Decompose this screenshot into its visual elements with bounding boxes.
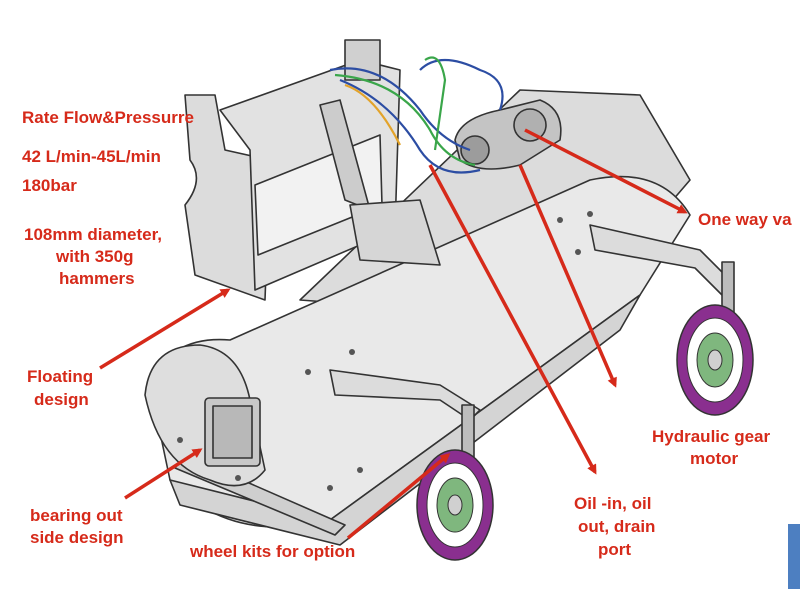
- hydraulic-hoses: [329, 56, 504, 174]
- bearing-arrow: [124, 448, 203, 500]
- oil-arrow: [428, 164, 597, 475]
- diameter-label-line1: 108mm diameter,: [24, 225, 162, 244]
- oil-port-label-line2: out, drain: [578, 517, 656, 536]
- floating-label-line2: design: [34, 390, 89, 409]
- diameter-label-line2: with 350g: [56, 247, 134, 266]
- one-way-valve-label: One way va: [698, 210, 792, 229]
- floating-label-line1: Floating: [27, 367, 94, 386]
- oil-port-label-line3: port: [598, 540, 632, 559]
- main-drum-housing: [149, 175, 691, 528]
- mower-machine: [144, 39, 735, 546]
- hydraulic-motor-label-line2: motor: [690, 449, 739, 468]
- bearing-label-line2: side design: [30, 528, 124, 547]
- rear-wheel: [676, 304, 754, 416]
- wheel-kits-arrow: [346, 453, 451, 540]
- oil-port-label-line1: Oil -in, oil: [574, 494, 652, 513]
- one-way-valve-arrow: [524, 128, 688, 214]
- hydraulic-motor-label-line1: Hydraulic gear: [652, 427, 771, 446]
- pressure-label: 180bar: [22, 176, 77, 195]
- rate-flow-label: Rate Flow&Pressurre: [22, 108, 194, 127]
- wheel-kits-label: wheel kits for option: [190, 542, 356, 561]
- bearing-label-line1: bearing out: [30, 506, 123, 525]
- flow-range-label: 42 L/min-45L/min: [22, 147, 161, 166]
- corner-tab: [788, 524, 800, 589]
- diameter-label-line3: hammers: [59, 269, 135, 288]
- hitch-bracket: [349, 199, 441, 266]
- hydraulic-arrow: [518, 164, 617, 388]
- annotation-arrows: [99, 128, 688, 540]
- front-wheel: [416, 449, 494, 561]
- floating-arrow: [99, 288, 231, 370]
